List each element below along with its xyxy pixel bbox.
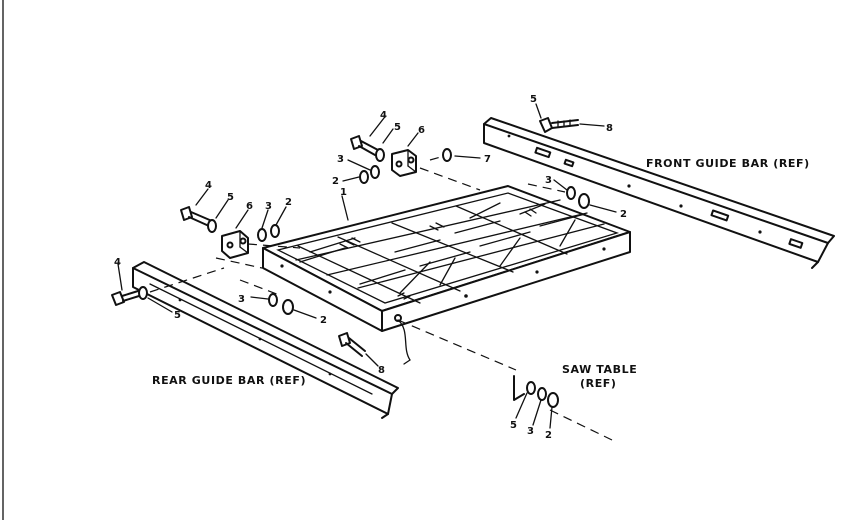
callout-2-left: 2	[285, 197, 292, 208]
callout-7: 7	[484, 154, 491, 165]
callout-3-top: 3	[337, 154, 344, 165]
callout-5-saw-table: 5	[510, 420, 517, 431]
bottom-bolt	[338, 332, 379, 367]
callout-4-rear: 4	[114, 257, 121, 268]
callout-1-frame: 1	[340, 187, 347, 198]
left-bracket-assembly	[180, 188, 301, 269]
callout-6-top: 6	[418, 125, 425, 136]
top-bracket-assembly	[342, 117, 481, 191]
callout-2-top: 2	[332, 176, 339, 187]
rear-bar-fasteners	[111, 263, 225, 313]
callout-4-top: 4	[380, 110, 387, 121]
saw-table-ref	[513, 375, 559, 429]
callout-8-bottom: 8	[378, 365, 385, 376]
support-frame	[262, 185, 631, 332]
callout-2-bottom: 2	[320, 315, 327, 326]
callout-5-top: 5	[394, 122, 401, 133]
callout-3-saw-table: 3	[527, 426, 534, 437]
front-bar-bolt	[539, 117, 605, 133]
saw-table-ref-label: (REF)	[580, 377, 617, 390]
right-fasteners	[527, 179, 617, 213]
callout-3-left: 3	[265, 201, 272, 212]
front-guide-bar	[483, 117, 835, 269]
callout-4-left: 4	[205, 180, 212, 191]
saw-table-label: SAW TABLE	[562, 363, 637, 376]
callout-6-left: 6	[246, 201, 253, 212]
callout-8-front-bar-bolt: 8	[606, 123, 613, 134]
front-guide-bar-label: FRONT GUIDE BAR (REF)	[646, 157, 810, 170]
bottom-left-fasteners	[239, 279, 317, 319]
rear-guide-bar	[132, 261, 399, 419]
callout-5-front-bar-nut: 5	[530, 94, 537, 105]
callout-2-right: 2	[620, 209, 627, 220]
callout-5-left: 5	[227, 192, 234, 203]
rear-guide-bar-label: REAR GUIDE BAR (REF)	[152, 374, 306, 387]
callout-3-right: 3	[545, 175, 552, 186]
callout-2-saw-table: 2	[545, 430, 552, 441]
callout-3-bottom: 3	[238, 294, 245, 305]
callout-5-rear: 5	[174, 310, 181, 321]
